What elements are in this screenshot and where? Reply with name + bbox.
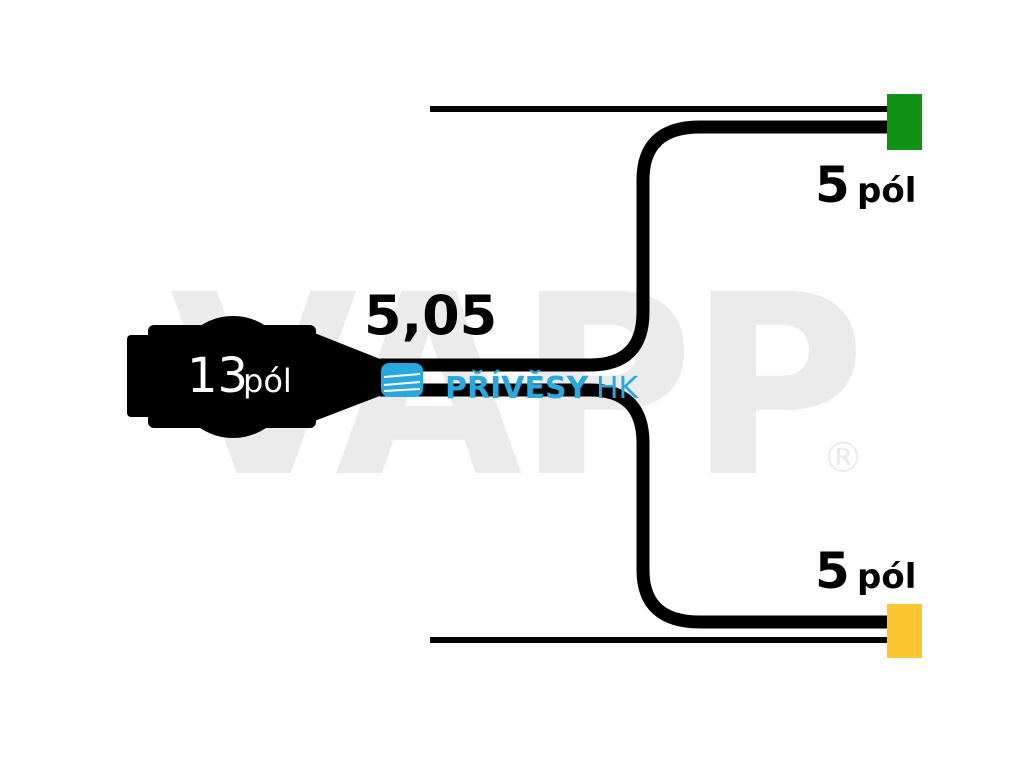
connector-13pin: 13 pól xyxy=(127,316,385,438)
brand-trailer-icon xyxy=(381,363,423,397)
connector-plug-face xyxy=(127,335,157,417)
cable-branch-bottom xyxy=(380,383,890,629)
brand-text-hk: HK xyxy=(596,371,640,406)
connector-5pin-bottom: 5 pól xyxy=(815,542,922,658)
connector-5pin-top-body xyxy=(887,94,922,150)
cable-branch-top xyxy=(380,120,890,372)
cable-length-label: 5,05 xyxy=(364,284,497,347)
brand-text-privesy: PŘÍVĚSY xyxy=(445,370,590,406)
connector-5pin-bottom-body xyxy=(887,604,922,658)
connector-13-unit: pól xyxy=(243,362,292,400)
brand-logo: PŘÍVĚSY HK xyxy=(381,363,640,406)
connector-5pin-top-count: 5 xyxy=(815,156,850,214)
watermark-registered-mark: ® xyxy=(822,433,864,482)
connector-5pin-bottom-count: 5 xyxy=(815,542,850,600)
connector-13-count: 13 xyxy=(187,348,248,404)
connector-strain-relief xyxy=(312,332,385,422)
connector-5pin-top: 5 pól xyxy=(815,94,922,214)
connector-5pin-bottom-unit: pól xyxy=(857,557,916,597)
connector-round-housing xyxy=(173,316,293,438)
connector-5pin-top-unit: pól xyxy=(857,171,916,211)
